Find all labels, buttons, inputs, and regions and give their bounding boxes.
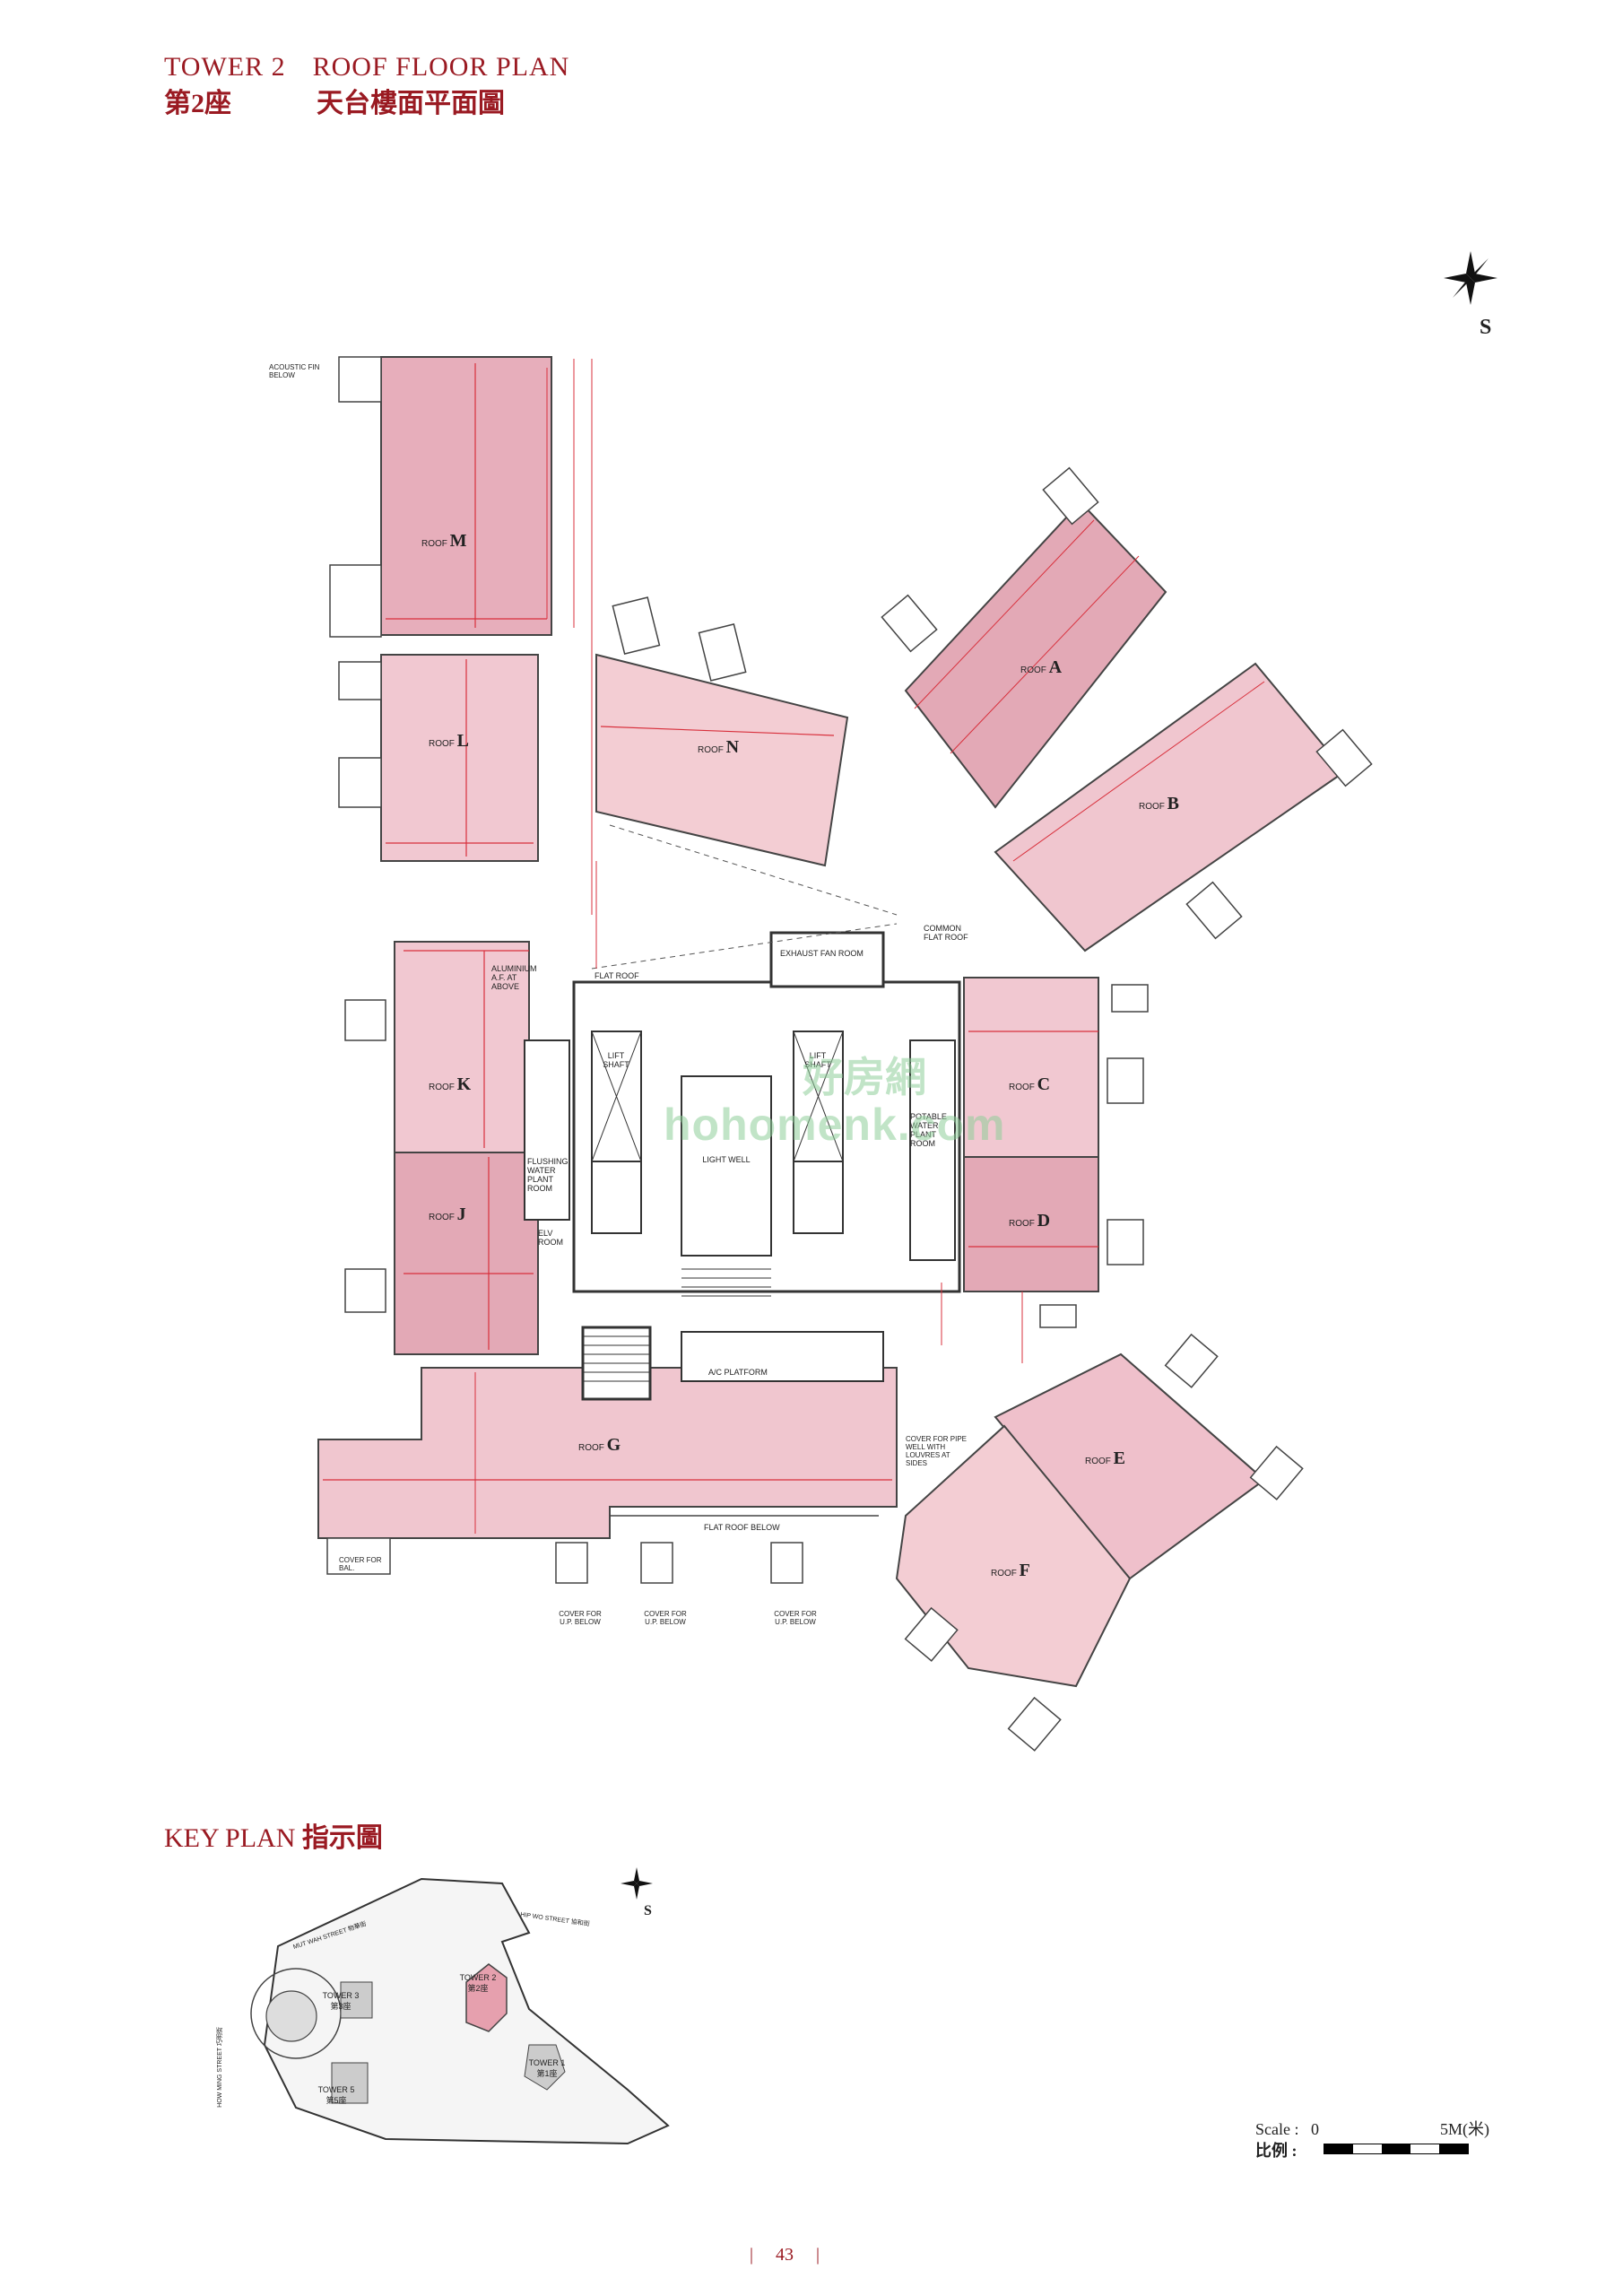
roof-label-G: ROOF G — [578, 1435, 621, 1455]
label-common-flat-roof: COMMON FLAT ROOF — [924, 924, 968, 942]
compass-icon — [1444, 251, 1497, 305]
key-street-3: HOW MING STREET 巧明街 — [216, 2027, 223, 2108]
central-core — [524, 824, 961, 1401]
page-title-cn: 第2座 天台樓面平面圖 — [164, 81, 505, 120]
roof-label-N: ROOF N — [698, 737, 740, 757]
roof-label-K: ROOF K — [429, 1074, 472, 1094]
label-potable: POTABLE WATER PLANT ROOM — [910, 1112, 947, 1148]
label-flushing: FLUSHING WATER PLANT ROOM — [527, 1157, 568, 1193]
roof-label-E: ROOF E — [1085, 1448, 1126, 1468]
roof-label-F: ROOF F — [991, 1561, 1030, 1580]
roof-L — [338, 654, 539, 862]
label-cover-pipe: COVER FOR PIPE WELL WITH LOUVRES AT SIDE… — [906, 1435, 968, 1467]
dimension-lines — [546, 368, 1023, 1363]
roof-N — [591, 359, 849, 915]
label-aluminium: ALUMINIUM A.F. AT ABOVE — [491, 964, 537, 991]
label-light-well: LIGHT WELL — [702, 1155, 751, 1164]
label-acoustic-fin: ACOUSTIC FIN BELOW — [269, 363, 320, 379]
label-platform: A/C PLATFORM — [708, 1368, 768, 1377]
label-cover-up-below-1: COVER FOR U.P. BELOW — [559, 1610, 602, 1626]
label-flat-roof: FLAT ROOF — [595, 971, 639, 980]
roof-label-C: ROOF C — [1009, 1074, 1051, 1094]
label-cover-up-below-2: COVER FOR U.P. BELOW — [644, 1610, 687, 1626]
roof-label-J: ROOF J — [429, 1205, 466, 1224]
page-title-en: TOWER 2 ROOF FLOOR PLAN — [164, 52, 569, 83]
title-tower: TOWER 2 — [164, 52, 286, 82]
roof-F — [895, 1424, 1132, 1752]
roof-E — [994, 1333, 1304, 1580]
label-cover-up-below-3: COVER FOR U.P. BELOW — [774, 1610, 817, 1626]
scale-graphic — [1324, 2144, 1469, 2154]
roof-B — [994, 662, 1373, 952]
watermark-en: hohomenk.com — [664, 1100, 1006, 1150]
key-plan-title: KEY PLAN 指示圖 — [164, 1823, 383, 1853]
scale-zero: 0 — [1310, 2120, 1319, 2138]
label-flat-roof-below: FLAT ROOF BELOW — [704, 1523, 780, 1532]
roof-D — [963, 1156, 1144, 1328]
title-plan-cn: 天台樓面平面圖 — [317, 89, 505, 118]
roof-label-B: ROOF B — [1139, 794, 1180, 813]
compass-label: S — [1480, 316, 1491, 339]
roof-label-A: ROOF A — [1020, 657, 1063, 677]
roof-J — [344, 1152, 539, 1355]
roof-K — [344, 941, 530, 1153]
scale-label-cn: 比例 : — [1255, 2142, 1298, 2160]
roof-label-L: ROOF L — [429, 731, 470, 751]
label-lift-shaft-2: LIFT SHAFT — [804, 1051, 831, 1069]
roof-M — [329, 356, 575, 638]
label-lift-shaft-1: LIFT SHAFT — [603, 1051, 629, 1069]
roof-label-D: ROOF D — [1009, 1211, 1051, 1231]
title-tower-cn: 第2座 — [164, 89, 231, 118]
page-number: | 43 | — [750, 2245, 820, 2265]
watermark-cn: 好房網 — [803, 1054, 926, 1100]
roof-G — [317, 1367, 898, 1584]
roof-A — [881, 466, 1167, 809]
label-cover-bal: COVER FOR BAL. — [339, 1556, 382, 1572]
label-elv: ELV ROOM — [538, 1229, 563, 1247]
title-plan: ROOF FLOOR PLAN — [312, 52, 570, 82]
roof-label-M: ROOF M — [421, 531, 467, 551]
key-plan-compass-icon — [621, 1867, 653, 1900]
key-plan-compass-label: S — [644, 1903, 652, 1918]
scale-max: 5M(米) — [1439, 2120, 1489, 2138]
label-exhaust: EXHAUST FAN ROOM — [780, 949, 864, 958]
scale-label: Scale : — [1255, 2120, 1299, 2138]
